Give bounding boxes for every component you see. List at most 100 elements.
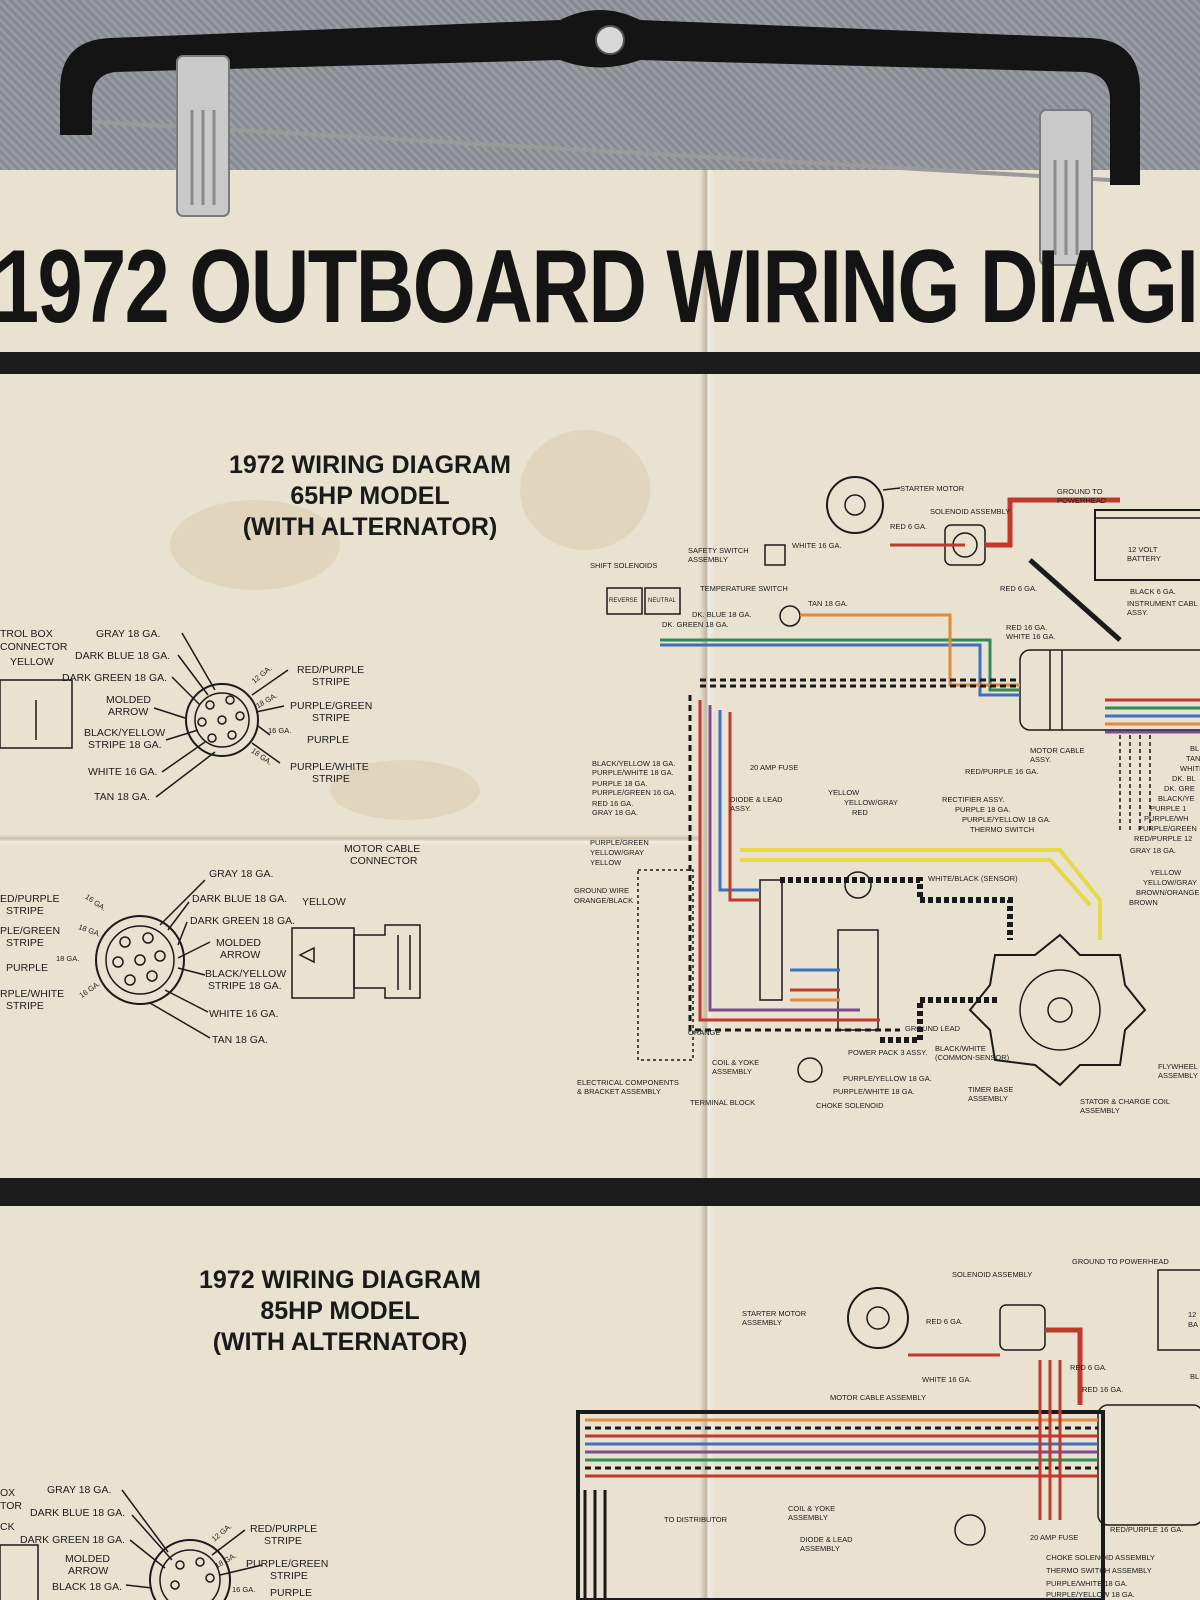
section-divider <box>0 1178 1200 1206</box>
label: DK. BL <box>1172 774 1196 783</box>
label: WHITE 16 GA. <box>792 541 842 550</box>
poster-fold-vertical <box>700 170 714 1600</box>
motor-cable-assy <box>1019 649 1200 731</box>
label: SOLENOID ASSEMBLY <box>952 1270 1033 1279</box>
label: 12 <box>1188 1310 1197 1319</box>
control-box-plug <box>185 683 259 757</box>
label: BLACK 18 GA. <box>52 1581 123 1593</box>
label: WHITE <box>1180 764 1200 773</box>
label: YELLOW/GRAY <box>1143 878 1198 887</box>
label: ARROW <box>68 1565 109 1577</box>
label: PURPLE 1 <box>1150 804 1187 813</box>
battery-85 <box>1157 1269 1200 1351</box>
motor-cable-body <box>291 927 355 999</box>
label: PURPLE <box>6 962 49 974</box>
section-85-title: 1972 WIRING DIAGRAM 85HP MODEL (WITH ALT… <box>160 1265 520 1358</box>
label: CONNECTOR <box>0 641 68 653</box>
label: STRIPE <box>312 676 350 688</box>
title-line: 1972 WIRING DIAGRAM <box>199 1266 481 1294</box>
label: PURPLE/GREEN 16 GA. <box>592 788 677 797</box>
label: GROUND WIRE <box>574 886 629 895</box>
label: 20 AMP FUSE <box>750 763 799 772</box>
hanger-frame <box>60 10 1140 185</box>
label: GRAY 18 GA. <box>1130 846 1176 855</box>
label: FLYWHEEL <box>1158 1062 1198 1071</box>
label: RED/PURPLE 16 GA. <box>965 767 1039 776</box>
hanger-rod <box>94 120 1111 182</box>
temperature-switch <box>779 605 801 627</box>
label: THERMO SWITCH <box>970 825 1035 834</box>
water-stain <box>170 500 340 590</box>
label: ASSEMBLY <box>1080 1106 1120 1115</box>
label: RED/PURPLE 16 GA. <box>1110 1525 1184 1534</box>
label: MOLDED <box>106 694 151 706</box>
electrical-bracket <box>637 869 694 1061</box>
label: ASSEMBLY <box>788 1513 828 1522</box>
label: STRIPE <box>6 905 44 917</box>
label: SOLENOID ASSEMBLY <box>930 507 1011 516</box>
label: PURPLE 18 GA. <box>955 805 1011 814</box>
safety-switch <box>764 544 786 566</box>
water-stain <box>520 430 650 550</box>
label: PURPLE/YELLOW 18 GA. <box>962 815 1051 824</box>
label: RED/PURPLE <box>297 664 365 676</box>
label: YELLOW <box>10 656 54 668</box>
title-rule <box>0 352 1200 374</box>
title-line: 85HP MODEL <box>260 1297 420 1325</box>
label: RED 6 GA. <box>890 522 928 531</box>
label: BLACK/YE <box>1158 794 1195 803</box>
label: RED 16 GA. <box>1082 1385 1124 1394</box>
label: BA <box>1188 1320 1199 1329</box>
label: BROWN/ORANGE <box>1136 888 1200 897</box>
stator-flywheel <box>968 933 1147 1087</box>
label: 12 VOLT <box>1128 545 1158 554</box>
label: THERMO SWITCH ASSEMBLY <box>1046 1566 1152 1575</box>
title-line: (WITH ALTERNATOR) <box>242 513 498 541</box>
label: DARK BLUE 18 GA. <box>192 893 288 905</box>
label: MOLDED <box>216 937 261 949</box>
label: TROL BOX <box>0 628 53 640</box>
label: DK. GREEN 18 GA. <box>662 620 729 629</box>
label: PURPLE/GREEN <box>1138 824 1197 833</box>
poster-fold-horizontal <box>0 835 700 845</box>
label: TAN 18 GA. <box>212 1034 268 1046</box>
poster-hanger <box>60 10 1140 266</box>
label: TERMINAL BLOCK <box>690 1098 756 1107</box>
label: PURPLE/GREEN <box>246 1558 329 1570</box>
label: ASSEMBLY <box>688 555 728 564</box>
label: PURPLE <box>270 1587 313 1599</box>
label: GRAY 18 GA. <box>592 808 638 817</box>
label: WHITE 16 GA. <box>209 1008 279 1020</box>
label: STRIPE <box>312 773 350 785</box>
label: GROUND LEAD <box>905 1024 961 1033</box>
label: PURPLE/GREEN <box>590 838 649 847</box>
label: DARK BLUE 18 GA. <box>30 1507 126 1519</box>
gauge: 16 GA. <box>232 1585 256 1594</box>
diagram-frame-85 <box>576 1410 1105 1600</box>
label: PURPLE/GREEN <box>290 700 373 712</box>
gauge: 18 GA. <box>56 954 80 963</box>
label: CHOKE SOLENOID <box>816 1101 884 1110</box>
label: ORANGE <box>688 1028 721 1037</box>
hanger-hook-hole <box>595 25 625 55</box>
label: COIL & YOKE <box>788 1504 836 1513</box>
title-line: 65HP MODEL <box>290 482 450 510</box>
solenoid-85 <box>999 1304 1046 1351</box>
label: DIODE & LEAD <box>800 1535 853 1544</box>
label: MOTOR CABLE <box>344 843 421 855</box>
label: RED 6 GA. <box>1000 584 1038 593</box>
label: PURPLE <box>307 734 350 746</box>
label: DIODE & LEAD <box>730 795 783 804</box>
label: DARK GREEN 18 GA. <box>20 1534 126 1546</box>
label: RPLE/WHITE <box>0 988 65 1000</box>
label: BLACK/WHITE <box>935 1044 986 1053</box>
label: PURPLE/WHITE 18 GA. <box>1046 1579 1128 1588</box>
label: RED 16 GA. <box>1006 623 1048 632</box>
label: REVERSE <box>609 598 638 604</box>
label: WHITE/BLACK (SENSOR) <box>928 874 1018 883</box>
label: 20 AMP FUSE <box>1030 1533 1079 1542</box>
label: PURPLE/WH <box>1144 814 1189 823</box>
left-clip <box>176 55 230 217</box>
label: YELLOW <box>1150 868 1182 877</box>
